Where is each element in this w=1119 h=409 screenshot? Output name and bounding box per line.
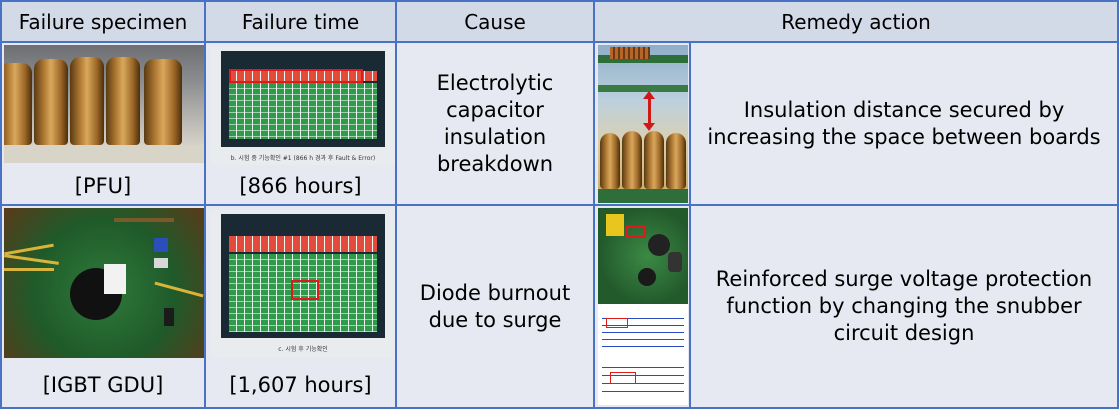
capacitor-photo [4,45,204,163]
row1-remedy-text-cell: Insulation distance secured by increasin… [689,41,1119,206]
row2-remedy-image-cell [593,204,691,409]
time-caption-866: [866 hours] [239,174,362,198]
igbt-gdu-photo [4,208,204,358]
row2-remedy-text-cell: Reinforced surge voltage protection func… [689,204,1119,409]
row1-remedy-image-cell [593,41,691,206]
board-spacing-photo [598,45,688,203]
specimen-caption-igbt: [IGBT GDU] [42,373,164,397]
header-failure-time: Failure time [204,0,397,43]
header-failure-specimen: Failure specimen [0,0,206,43]
row1-time-cell: b. 시험 중 기능확인 #1 (866 h 경과 후 Fault & Erro… [204,41,397,206]
screen-caption: b. 시험 중 기능확인 #1 (866 h 경과 후 Fault & Erro… [230,155,376,162]
cause-text-2: Diode burnout due to surge [419,280,571,332]
spacing-arrow-icon [648,93,651,127]
time-caption-1607: [1,607 hours] [229,373,372,397]
fault-highlight-box-2 [291,280,319,300]
screen-caption-2: c. 시험 후 기능확인 [278,346,328,353]
row1-specimen-cell: [PFU] [0,41,206,206]
specimen-caption-pfu: [PFU] [74,174,132,198]
cause-text: Electrolytic capacitor insulation breakd… [436,70,554,176]
test-screen-photo: b. 시험 중 기능확인 #1 (866 h 경과 후 Fault & Erro… [211,47,395,165]
remedy-text: Insulation distance secured by increasin… [707,97,1101,149]
header-remedy-action: Remedy action [593,0,1119,43]
row2-cause-cell: Diode burnout due to surge [395,204,595,409]
remedy-text-2: Reinforced surge voltage protection func… [715,267,1093,345]
row2-specimen-cell: [IGBT GDU] [0,204,206,409]
row1-cause-cell: Electrolytic capacitor insulation breakd… [395,41,595,206]
fault-highlight-box [229,69,363,83]
header-cause: Cause [395,0,595,43]
row2-time-cell: c. 시험 후 기능확인 [1,607 hours] [204,204,397,409]
snubber-circuit-photo [598,208,688,405]
test-screen-photo-2: c. 시험 후 기능확인 [211,210,395,358]
